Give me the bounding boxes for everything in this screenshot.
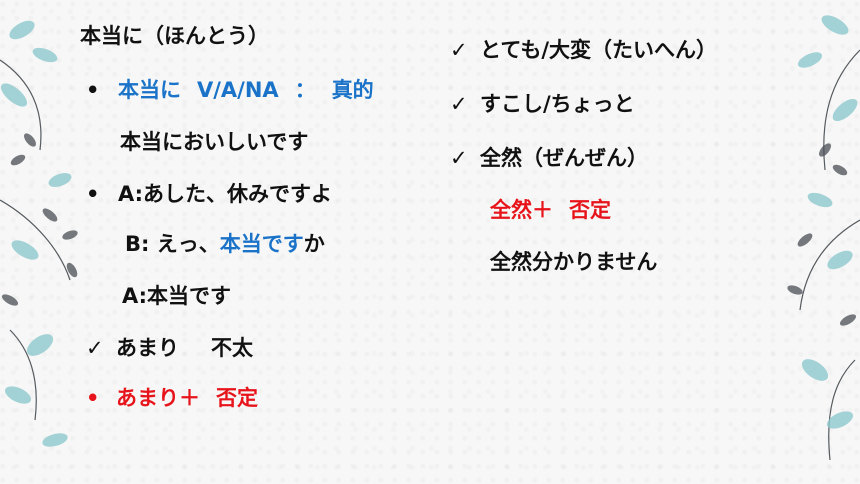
totemo-line: ✓ とても/大変（たいへん） xyxy=(450,36,717,64)
bullet-icon: • xyxy=(86,386,100,410)
dialog-a1-text: A:あした、休みですよ xyxy=(118,182,333,206)
amari-meaning: 不太 xyxy=(211,336,253,360)
bullet-icon: • xyxy=(86,78,100,102)
part-of-speech: V/A/NA xyxy=(197,78,279,102)
leaf-branch-icon xyxy=(0,20,78,447)
totemo-text: とても/大変（たいへん） xyxy=(480,38,717,62)
bullet-icon: • xyxy=(86,182,100,206)
amari-plus: あまり＋ xyxy=(116,386,200,410)
zenzen-rule: 全然＋ 否定 xyxy=(490,196,611,224)
leaf-branch-icon xyxy=(787,15,860,461)
dialog-b-post: か xyxy=(303,232,325,256)
zenzen-example: 全然分かりません xyxy=(490,250,658,274)
definition-line: • 本当に V/A/NA ： 真的 xyxy=(86,76,374,104)
negation-label: 否定 xyxy=(216,386,258,410)
check-icon: ✓ xyxy=(450,92,468,116)
sukoshi-line: ✓ すこし/ちょっと xyxy=(450,90,635,118)
meaning-zhende: 真的 xyxy=(331,78,374,102)
colon: ： xyxy=(294,78,316,102)
dialog-b-highlight: 本当です xyxy=(219,232,304,256)
dialog-a2: A:本当です xyxy=(122,284,232,308)
amari-rule: • あまり＋ 否定 xyxy=(86,384,258,412)
zenzen-plus: 全然＋ xyxy=(490,198,553,222)
amari-line: ✓ あまり 不太 xyxy=(86,334,253,362)
dialog-a1: • A:あした、休みですよ xyxy=(86,180,332,208)
sukoshi-text: すこし/ちょっと xyxy=(480,92,635,116)
term-hontou-ni: 本当に xyxy=(118,78,181,102)
zenzen-text: 全然（ぜんぜん） xyxy=(480,146,648,170)
dialog-b-pre: B: えっ、 xyxy=(125,232,220,256)
check-icon: ✓ xyxy=(450,38,468,62)
dialog-b: B: えっ、本当ですか xyxy=(125,230,325,258)
check-icon: ✓ xyxy=(450,146,468,170)
check-icon: ✓ xyxy=(86,336,104,360)
amari-word: あまり xyxy=(116,336,179,360)
zenzen-line: ✓ 全然（ぜんぜん） xyxy=(450,144,648,172)
heading-hontou: 本当に（ほんとう） xyxy=(80,24,269,48)
example-oishii: 本当においしいです xyxy=(120,130,309,154)
negation-label: 否定 xyxy=(569,198,611,222)
